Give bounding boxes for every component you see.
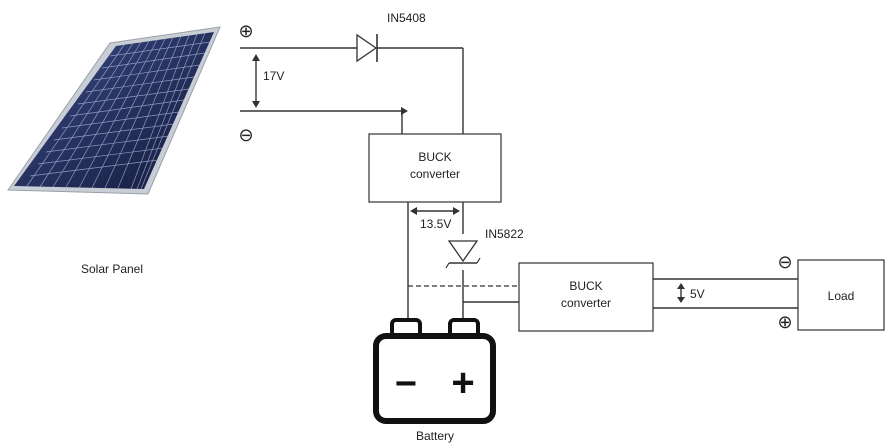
buck2-input-wires — [408, 285, 519, 303]
buck-converter-2-subtitle: converter — [561, 296, 611, 310]
diode-in5822-label: IN5822 — [485, 227, 524, 241]
buck-converter-1: BUCK converter — [368, 133, 502, 203]
load-wires — [653, 278, 798, 309]
charge-voltage-arrow — [410, 207, 460, 215]
buck-converter-1-title: BUCK — [418, 150, 451, 164]
buck-converter-2-title: BUCK — [569, 279, 602, 293]
panel-negative-terminal-icon: ⊖ — [238, 125, 253, 145]
panel-positive-terminal-icon: ⊕ — [238, 21, 253, 41]
diode-in5822-icon — [445, 240, 481, 269]
negative-input-wire — [240, 107, 408, 134]
output-voltage-label: 5V — [690, 287, 705, 301]
panel-voltage-label: 17V — [263, 69, 284, 83]
charge-voltage-label: 13.5V — [420, 217, 451, 231]
battery-label: Battery — [416, 429, 454, 443]
buck-converter-2: BUCK converter — [518, 262, 654, 332]
buck-converter-1-subtitle: converter — [410, 167, 460, 181]
load-label: Load — [828, 289, 855, 303]
diode-in5408-icon — [356, 33, 378, 63]
positive-input-wire — [240, 47, 464, 134]
panel-voltage-arrow — [252, 54, 260, 108]
solar-panel-image — [7, 26, 221, 195]
solar-panel-label: Solar Panel — [81, 262, 143, 276]
load-box: Load — [797, 259, 885, 331]
charge-wires — [407, 202, 464, 320]
diode-in5408-label: IN5408 — [387, 11, 426, 25]
load-negative-terminal-icon: ⊖ — [777, 252, 792, 272]
load-positive-terminal-icon: ⊕ — [777, 312, 792, 332]
battery-icon: − + — [373, 318, 496, 424]
output-voltage-arrow — [677, 283, 685, 303]
battery-minus-sign: − — [395, 363, 417, 405]
battery-plus-sign: + — [451, 361, 474, 405]
